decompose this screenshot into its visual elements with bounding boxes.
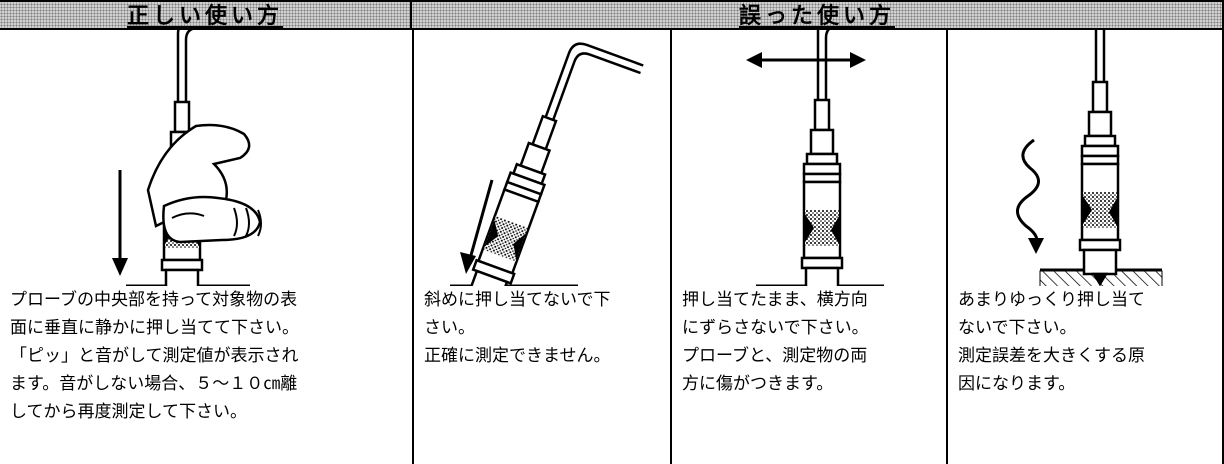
wrong-usage-title: 誤った使い方 (738, 4, 895, 29)
text-line: ないで下さい。 (958, 318, 1077, 338)
arrow-head-icon (112, 258, 128, 276)
text-line: プローブと、測定物の両 (682, 346, 868, 366)
text-line: 正確に測定できません。 (424, 346, 611, 366)
arrow-head-icon (460, 252, 476, 274)
text-line: さい。 (424, 318, 475, 338)
probe-sliding-illustration (746, 30, 894, 286)
diagonal-arrow-icon (466, 179, 494, 267)
column-divider (670, 30, 672, 464)
text-line: 測定誤差を大きくする原 (958, 346, 1145, 366)
correct-usage-header: 正しい使い方 (0, 0, 412, 30)
panel-correct-usage: プローブの中央部を持って対象物の表 面に垂直に静かに押し当てて下さい。 「ピッ」… (0, 30, 412, 464)
column-divider (946, 30, 948, 464)
text-line: ます。音がしない場合、５～１０㎝離 (10, 374, 298, 394)
text-line: 因になります。 (958, 374, 1076, 394)
probe-slow-press-illustration (1016, 30, 1172, 286)
probe-held-vertically-illustration (112, 30, 262, 286)
wrong-usage-header: 誤った使い方 (412, 0, 1222, 30)
probe-tilted-illustration (450, 33, 645, 286)
text-line: 方に傷がつきます。 (682, 374, 834, 394)
correct-usage-title: 正しい使い方 (126, 4, 283, 29)
text-line: にずらさないで下さい。 (682, 318, 869, 338)
text-line: 斜めに押し当てないで下 (424, 290, 611, 310)
column-divider (412, 30, 414, 464)
sideways-usage-text: 押し当てたまま、横方向 にずらさないで下さい。 プローブと、測定物の両 方に傷が… (682, 286, 869, 398)
tilted-usage-text: 斜めに押し当てないで下 さい。 正確に測定できません。 (424, 286, 611, 370)
panel-tilted-usage: 斜めに押し当てないで下 さい。 正確に測定できません。 (414, 30, 670, 464)
text-line: プローブの中央部を持って対象物の表 (10, 290, 298, 310)
text-line: あまりゆっくり押し当て (958, 290, 1145, 310)
text-line: 面に垂直に静かに押し当てて下さい。 (10, 318, 299, 338)
correct-usage-text: プローブの中央部を持って対象物の表 面に垂直に静かに押し当てて下さい。 「ピッ」… (10, 286, 299, 426)
wavy-arrow-icon (1016, 138, 1040, 245)
panel-sideways-usage: 押し当てたまま、横方向 にずらさないで下さい。 プローブと、測定物の両 方に傷が… (672, 30, 946, 464)
text-line: 「ピッ」と音がして測定値が表示され (10, 346, 299, 366)
panel-slow-usage: あまりゆっくり押し当て ないで下さい。 測定誤差を大きくする原 因になります。 (948, 30, 1222, 464)
text-line: 押し当てたまま、横方向 (682, 290, 868, 310)
slow-usage-text: あまりゆっくり押し当て ないで下さい。 測定誤差を大きくする原 因になります。 (958, 286, 1145, 398)
text-line: してから再度測定して下さい。 (10, 402, 247, 422)
